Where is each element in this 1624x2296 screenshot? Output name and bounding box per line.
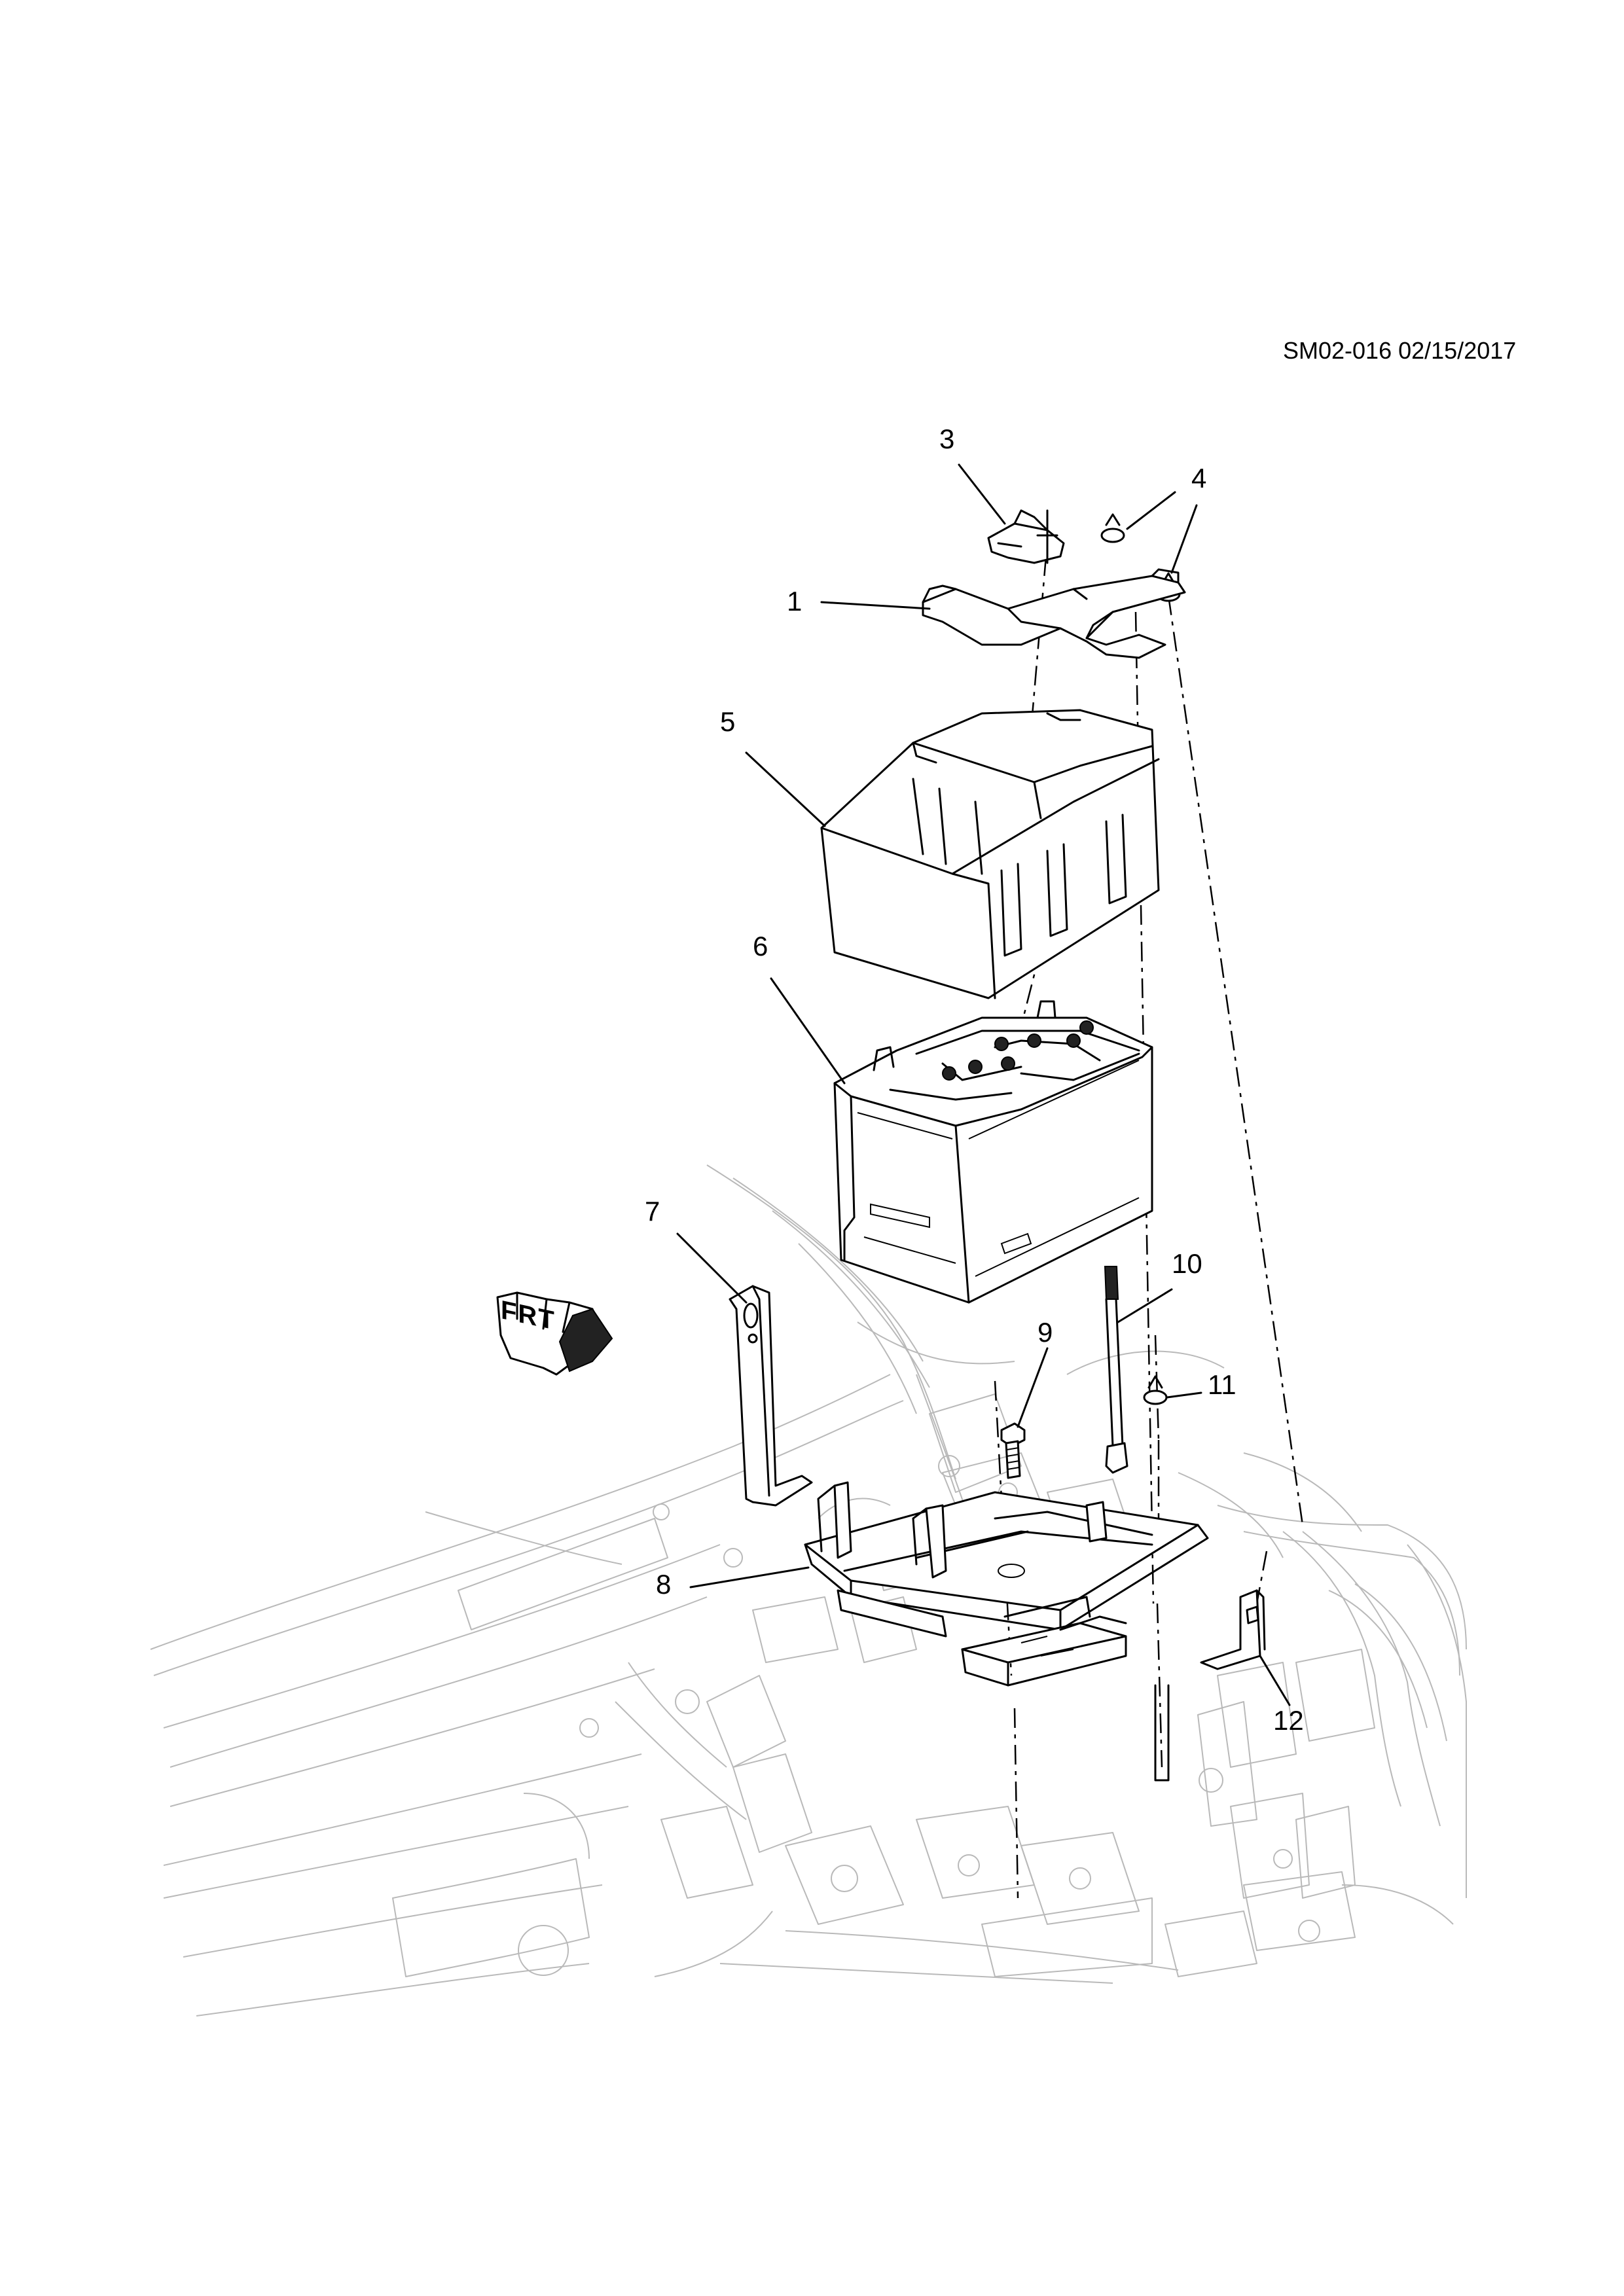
callout-5: 5 (720, 706, 736, 737)
callout-8: 8 (656, 1569, 672, 1600)
bolt-part (1000, 1422, 1026, 1479)
callout-10: 10 (1172, 1248, 1202, 1279)
callout-11: 11 (1208, 1369, 1236, 1400)
terminal-clip-part (987, 509, 1065, 564)
hold-down-rod-part (1104, 1266, 1128, 1474)
nut-11-part (1143, 1375, 1168, 1405)
callout-7: 7 (645, 1196, 660, 1227)
hold-down-bracket-part (922, 568, 1186, 659)
callout-4a: 4 (1191, 463, 1207, 493)
tray-bracket-part (1154, 1589, 1266, 1782)
document-reference: SM02-016 02/15/2017 (1283, 337, 1517, 364)
battery-tray-part (804, 1481, 1209, 1687)
callout-9: 9 (1038, 1317, 1053, 1348)
vehicle-body-background (150, 1164, 1467, 2017)
battery-cover-part (820, 709, 1160, 999)
callout-1: 1 (787, 586, 803, 617)
leader-lines (676, 463, 1291, 1706)
battery-part (833, 1000, 1153, 1304)
tray-support-bracket-part (729, 1285, 813, 1507)
callout-12: 12 (1273, 1705, 1304, 1736)
front-direction-arrow-icon (496, 1291, 613, 1376)
callout-3: 3 (939, 423, 955, 454)
callout-6: 6 (753, 931, 768, 961)
